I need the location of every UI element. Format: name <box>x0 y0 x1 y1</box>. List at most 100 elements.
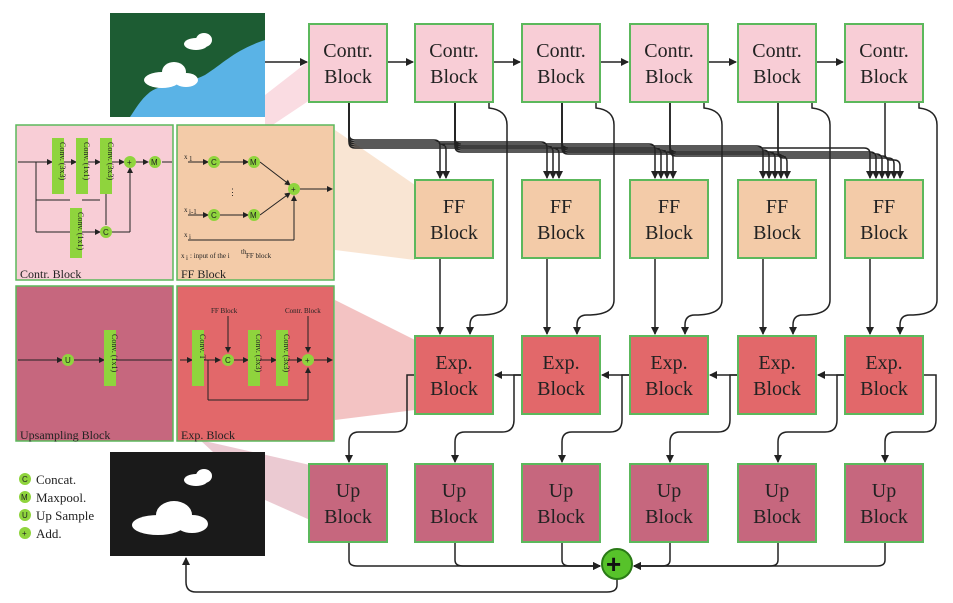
svg-text:i-1: i-1 <box>189 208 197 216</box>
exp-block-panel: Exp. Block FF Block Contr. Block Conv. T… <box>176 285 335 442</box>
svg-text:x: x <box>184 231 188 239</box>
contr-to-ff-arrow <box>454 102 557 179</box>
ff-block-label: Block <box>430 222 478 244</box>
exp-block-label: Block <box>645 378 693 400</box>
exp-block-3: Exp. Block <box>629 335 709 415</box>
sum-node: + <box>601 548 633 580</box>
contr-to-ff-arrow <box>666 102 677 179</box>
exp-block-label: Block <box>430 378 478 400</box>
up-block-label: Block <box>537 506 585 528</box>
svg-text:Contr. Block: Contr. Block <box>285 307 321 315</box>
svg-text:Conv. (1x1): Conv. (1x1) <box>110 334 119 372</box>
contr-block-label: Block <box>645 66 693 88</box>
svg-text:U: U <box>22 511 28 520</box>
contr-block-6: Contr.Block <box>844 23 924 103</box>
svg-text:C: C <box>22 475 28 484</box>
svg-text:FF block: FF block <box>246 252 272 260</box>
up-to-sum-arrow <box>633 542 671 570</box>
contr-block-3: Contr. Block <box>521 23 601 103</box>
exp-block-2: Exp.Block <box>521 335 601 415</box>
ff-block-label: Block <box>537 222 585 244</box>
contr-to-ff-arrow <box>777 102 791 179</box>
svg-text:+: + <box>291 185 296 194</box>
svg-text:C: C <box>211 211 217 220</box>
svg-text:U: U <box>65 356 71 365</box>
exp-block-1: Exp. Block <box>414 335 494 415</box>
svg-text:Conv. T: Conv. T <box>198 334 207 360</box>
exp-to-up-arrow <box>558 374 630 463</box>
svg-text:M: M <box>21 493 28 502</box>
svg-text:i: i <box>186 254 188 262</box>
svg-text:Conv. (3x3): Conv. (3x3) <box>106 142 115 180</box>
svg-text:C: C <box>211 158 217 167</box>
exp-panel-title: Exp. Block <box>181 428 235 442</box>
svg-text:x: x <box>184 153 188 161</box>
contr-to-ff-arrow <box>561 102 779 179</box>
contr-block-label: Block <box>324 66 372 88</box>
exp-block-5: Exp.Block <box>844 335 924 415</box>
legend-item-concat: C Concat. <box>19 472 76 487</box>
exp-block-label: Block <box>537 378 585 400</box>
svg-text:+: + <box>606 549 621 579</box>
svg-text:Conv. (1x1): Conv. (1x1) <box>82 142 91 180</box>
contr-block-label: Block <box>860 66 908 88</box>
contr-block-label: Block <box>537 66 585 88</box>
up-block-label: Block <box>753 506 801 528</box>
exp-to-up-arrow <box>881 374 937 463</box>
exp-to-up-arrow <box>345 374 415 463</box>
legend-item-upsample: U Up Sample <box>19 508 94 523</box>
ff-block-label: FF <box>550 196 572 218</box>
up-to-sum-arrow <box>633 542 886 570</box>
contr-to-exp-arrow <box>789 102 831 335</box>
svg-text:Conv. (3x3): Conv. (3x3) <box>282 334 291 372</box>
contr-to-exp-arrow <box>466 102 508 335</box>
contr-block-label: Contr. <box>323 40 372 62</box>
svg-text:+: + <box>22 529 27 538</box>
up-block-label: Up <box>872 480 896 502</box>
svg-text:⋮: ⋮ <box>228 187 237 197</box>
contr-to-ff-arrow <box>454 102 880 179</box>
svg-text:Concat.: Concat. <box>36 472 76 487</box>
svg-text:i: i <box>189 233 191 241</box>
contr-block-label: Block <box>753 66 801 88</box>
exp-block-4: Exp.Block <box>737 335 817 415</box>
up-block-label: Block <box>324 506 372 528</box>
up-to-sum-arrow <box>633 542 779 570</box>
svg-text:Maxpool.: Maxpool. <box>36 490 86 505</box>
svg-text:FF Block: FF Block <box>211 307 238 315</box>
contr-to-ff-arrow <box>454 102 665 179</box>
up-block-label: Up <box>765 480 789 502</box>
exp-block-label: Exp. <box>435 352 472 374</box>
ff-block-label: FF <box>766 196 788 218</box>
up-block-label: Block <box>860 506 908 528</box>
svg-text:Up Sample: Up Sample <box>36 508 94 523</box>
contr-to-ff-arrow <box>552 102 569 179</box>
upsampling-block-panel: Upsampling Block U Conv. (1x1) <box>15 285 174 442</box>
contr-block-label: Contr. <box>536 40 585 62</box>
contr-block-5: Contr. Block <box>737 23 817 103</box>
svg-text:M: M <box>250 211 257 220</box>
contr-panel-title: Contr. Block <box>20 267 81 281</box>
ff-block-label: FF <box>658 196 680 218</box>
svg-text:Conv. (1x1): Conv. (1x1) <box>76 212 85 250</box>
svg-text:Conv. (3x3): Conv. (3x3) <box>254 334 263 372</box>
sum-to-output-arrow <box>182 557 618 593</box>
ff-block-label: Block <box>860 222 908 244</box>
contr-block-label: Contr. <box>752 40 801 62</box>
exp-block-label: Exp. <box>650 352 687 374</box>
contr-to-ff-arrow <box>439 102 462 179</box>
svg-text:Add.: Add. <box>36 526 62 541</box>
up-block-label: Block <box>430 506 478 528</box>
up-block-label: Up <box>657 480 681 502</box>
exp-block-label: Block <box>753 378 801 400</box>
up-to-sum-arrow <box>348 542 601 570</box>
contr-block-panel: Contr. Block Conv. (3x3) Conv. (1x1) Con… <box>15 124 174 281</box>
up-block-label: Block <box>645 506 693 528</box>
